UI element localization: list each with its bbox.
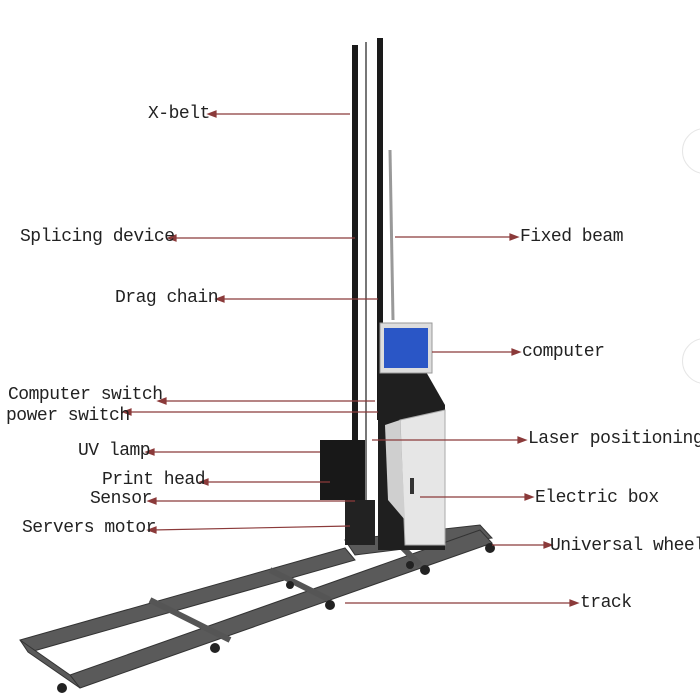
label-fixed-beam: Fixed beam: [520, 227, 624, 247]
electric-box-panel: [399, 409, 446, 546]
print-head-unit: [320, 440, 365, 500]
label-drag-chain: Drag chain: [115, 288, 219, 308]
label-servers-motor: Servers motor: [22, 518, 156, 538]
label-sensor: Sensor: [90, 489, 152, 509]
wheels: [57, 543, 495, 693]
label-electric-box: Electric box: [535, 488, 659, 508]
label-x-belt: X-belt: [148, 104, 210, 124]
label-splicing-device: Splicing device: [20, 227, 175, 247]
label-track: track: [580, 593, 632, 613]
label-computer-switch: Computer switch: [8, 385, 163, 405]
pointer-lines: [121, 110, 580, 607]
label-laser-positioning: Laser positioning: [528, 429, 700, 449]
label-computer: computer: [522, 342, 605, 362]
label-uv-lamp: UV lamp: [78, 441, 151, 461]
label-universal-wheel: Universal wheel: [550, 536, 700, 556]
label-print-head: Print head: [102, 470, 206, 490]
label-power-switch: power switch: [6, 406, 130, 426]
